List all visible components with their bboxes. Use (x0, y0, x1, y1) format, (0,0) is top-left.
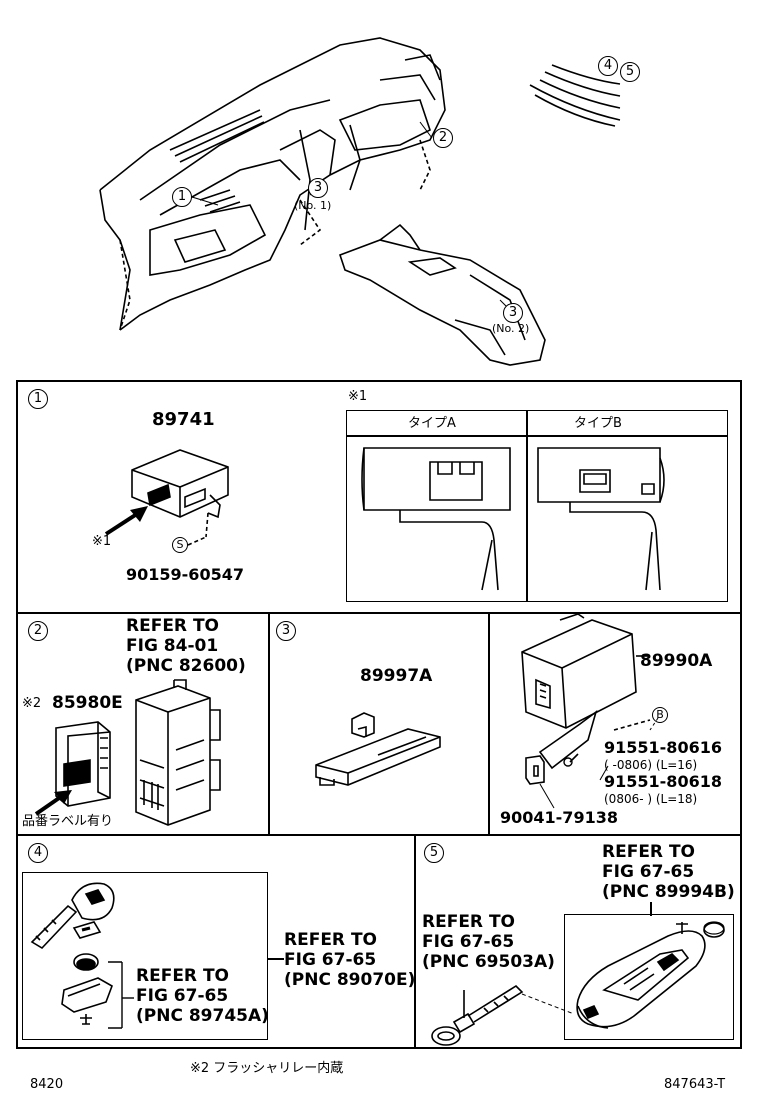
callout-5: 5 (620, 62, 640, 82)
part-90041-79138: 90041-79138 (500, 808, 618, 827)
footer-left-code: 8420 (30, 1077, 64, 1092)
part-85980E: 85980E (52, 693, 123, 713)
footer-note: ※2 フラッシャリレー内蔵 (190, 1061, 344, 1076)
part-91551-80616-note: ( -0806) (L=16) (604, 758, 698, 772)
refer-89745A-line1: REFER TO (136, 966, 229, 986)
part-90159-60547: 90159-60547 (126, 565, 244, 584)
flasher-relay-drawing (48, 718, 123, 808)
bolt-symbol-s: S (172, 537, 188, 553)
refer-89070E-leader (268, 958, 284, 960)
dashboard-drawing (0, 0, 760, 380)
part-89997A: 89997A (360, 666, 433, 686)
section-2-number: 2 (28, 621, 48, 641)
refer-84-01-line3: (PNC 82600) (126, 656, 246, 676)
arrow-note1 (100, 506, 148, 540)
ecu-89990A-drawing (500, 612, 710, 782)
refer-89994B-line3: (PNC 89994B) (602, 882, 735, 902)
callout-3-no1-sub: (No. 1) (294, 199, 332, 212)
mechanical-key-drawing (424, 974, 534, 1054)
callout-4: 4 (598, 56, 618, 76)
inset-type-a: タイプA (408, 416, 456, 431)
type-b-drawing (530, 440, 730, 600)
divider-3-3b (488, 612, 490, 835)
inset-frame (346, 410, 728, 602)
refer-89070E-line2: FIG 67-65 (284, 950, 377, 970)
section-3-number: 3 (276, 621, 296, 641)
inset-header-line (346, 435, 728, 437)
refer-84-01-line2: FIG 84-01 (126, 636, 219, 656)
overview-illustration: 1 2 3 (No. 1) 3 (No. 2) 4 5 (0, 0, 760, 380)
callout-2: 2 (433, 128, 453, 148)
antenna-drawing (308, 705, 458, 805)
note-mark-2: ※2 (22, 696, 42, 711)
key-link-dashed (520, 990, 580, 1020)
section-1-number: 1 (28, 389, 48, 409)
part-89990A: 89990A (640, 651, 713, 671)
bolt-symbol-b: B (652, 707, 668, 723)
callout-3-no2-sub: (No. 2) (492, 322, 530, 335)
refer-69503A-line1: REFER TO (422, 912, 515, 932)
inset-note-mark: ※1 (348, 389, 368, 404)
type-a-drawing (352, 440, 522, 600)
note-mark-1: ※1 (92, 534, 112, 549)
refer-69503A-line3: (PNC 69503A) (422, 952, 555, 972)
divider-4-5 (414, 834, 416, 1049)
refer-89994B-line2: FIG 67-65 (602, 862, 695, 882)
part-91551-80616: 91551-80616 (604, 738, 722, 757)
part-91551-80618-note: (0806- ) (L=18) (604, 792, 698, 806)
refer-89745A-line3: (PNC 89745A) (136, 1006, 269, 1026)
callout-3-no1: 3 (308, 178, 328, 198)
key-group-frame (22, 872, 268, 1040)
refer-89745A-line2: FIG 67-65 (136, 986, 229, 1006)
label-note: 品番ラベル有り (22, 814, 114, 829)
section-4-bracket (104, 958, 144, 1048)
divider-row2 (16, 834, 742, 836)
refer-89994B-leader (650, 902, 652, 916)
inset-type-b: タイプB (574, 416, 622, 431)
refer-69503A-line2: FIG 67-65 (422, 932, 515, 952)
divider-row1 (16, 612, 742, 614)
refer-89070E-line1: REFER TO (284, 930, 377, 950)
part-89741: 89741 (152, 409, 215, 430)
parts-panel-frame (16, 380, 742, 1049)
smart-key-ecu-drawing (110, 425, 250, 565)
refer-89994B-line1: REFER TO (602, 842, 695, 862)
label-arrow (30, 790, 72, 818)
smart-key-frame (564, 914, 734, 1040)
inset-divider (526, 410, 528, 602)
nut-90041-drawing (522, 752, 552, 792)
callout-3-no2: 3 (503, 303, 523, 323)
smart-key-fob-drawing (564, 914, 734, 1040)
callout-1: 1 (172, 187, 192, 207)
relay-block-drawing (118, 680, 228, 830)
section-5-number: 5 (424, 843, 444, 863)
key-drawing (24, 872, 134, 1042)
section-4-number: 4 (28, 843, 48, 863)
divider-2-3 (268, 612, 270, 835)
refer-89070E-line3: (PNC 89070E) (284, 970, 416, 990)
footer-right-code: 847643-T (664, 1077, 726, 1092)
part-91551-80618: 91551-80618 (604, 772, 722, 791)
refer-84-01-line1: REFER TO (126, 616, 219, 636)
section-3b-leaders (490, 612, 730, 832)
